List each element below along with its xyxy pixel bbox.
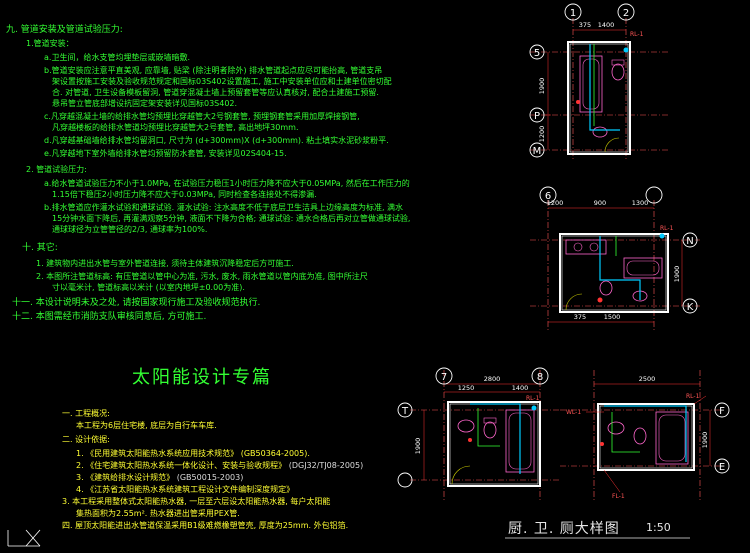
note-line: 集热面积为2.55m². 热水器进出管采用PEX管. <box>76 509 240 518</box>
ucs-axis-icon <box>7 529 41 547</box>
riser-tag: RL-1 <box>526 395 540 402</box>
riser-tag: FL-1 <box>612 493 625 500</box>
axis-label: P <box>534 111 540 122</box>
riser-tag: WL-1 <box>566 409 581 416</box>
axis-label: T <box>401 406 409 417</box>
axis-labels: 1 2 5 P M 6 N K 7 8 T F E <box>401 8 725 473</box>
axis-label: 1 <box>570 8 576 19</box>
axis-label: 2 <box>623 8 629 19</box>
note-text: 2. 《住宅建筑太阳热水系统一体化设计、安装与验收规程》 <box>76 461 289 470</box>
note-line: b.管道安装应注意平直美观, 应靠墙, 贴梁 (除注明者除外) 排水管道起点应尽… <box>44 66 383 75</box>
dimension-label: 1900 <box>673 266 681 283</box>
dimension-label: 1200 <box>538 126 546 143</box>
solar-section-title: 太阳能设计专篇 <box>132 367 272 388</box>
section-heading: 十二. 本图需经市消防支队审核同意后, 方可施工. <box>12 312 207 322</box>
note-text: (GB50015-2003) <box>176 473 244 482</box>
note-line: 架设置按施工安装及验收规范规定和国标03S402设置施工, 施工中安装单位应和土… <box>52 77 392 86</box>
dimension-label: 375 <box>574 313 586 321</box>
section-heading: 九. 管道安装及管道试验压力: <box>6 25 123 35</box>
note-line: a.卫生间，给水支管均埋垫层或嵌墙暗敷. <box>44 53 190 62</box>
note-text: 3. 《建筑给排水设计规范》 <box>76 473 177 482</box>
note-line: 凡穿越楼板的给排水管道均预埋比穿越管大2号套管, 高出地坪30mm. <box>52 123 299 132</box>
dimension-label: 2800 <box>484 375 501 383</box>
note-line: 3. 《建筑给排水设计规范》 (GB50015-2003) <box>76 474 243 482</box>
note-line: 四. 屋顶太阳能进出水管道保温采用B1级难燃橡塑管壳, 厚度为25mm. 外包铝… <box>62 521 349 530</box>
note-line: 合. 对管道, 卫生设备模板留洞, 管道穿混凝土墙上预留套管等应认真核对, 配合… <box>52 88 379 97</box>
plan-bathroom-3 <box>410 370 560 500</box>
axis-label: E <box>719 462 725 473</box>
dimension-label: 1900 <box>414 438 422 455</box>
axis-bubbles <box>397 3 730 488</box>
plan-bathroom-4 <box>560 370 720 500</box>
note-line: 本工程为6层住宅楼, 底层为自行车车库. <box>76 421 217 430</box>
dimension-label: 1300 <box>632 199 649 207</box>
dimension-label: 2500 <box>639 375 656 383</box>
drawing-title: 厨. 卫. 厕大样图 <box>508 521 620 537</box>
note-line: 通球球径为立管管径的2/3, 通球率为100%. <box>52 225 208 234</box>
section-heading: 十一. 本设计说明未及之处, 请按国家现行施工及验收规范执行. <box>12 298 261 308</box>
axis-label: 7 <box>441 372 447 383</box>
note-line: 2. 本图所注管道标高: 有压管道以管中心为准, 污水, 废水, 雨水管道以管内… <box>36 272 368 281</box>
dimension-labels: 375 1400 1900 1200 1200 900 1300 1900 37… <box>414 21 709 454</box>
note-line: 2. 管道试验压力: <box>26 165 87 174</box>
dimension-label: 375 <box>579 21 591 29</box>
dimension-label: 1900 <box>701 432 709 449</box>
dimension-label: 1900 <box>538 78 546 95</box>
section-heading: 十. 其它: <box>22 243 58 253</box>
note-line: 二. 设计依据: <box>62 435 110 444</box>
note-line: 1.15倍下稳压2小时压力降不应大于0.03MPa, 同时检查各连接处不得渗漏. <box>52 190 317 199</box>
dimension-label: 1200 <box>547 199 564 207</box>
note-line: 4. 《江苏省太阳能热水系统建筑工程设计文件编制深度规定》 <box>76 485 295 494</box>
axis-label: N <box>686 236 693 247</box>
axis-label: 6 <box>545 191 551 202</box>
design-notes: 九. 管道安装及管道试验压力: 1.管道安装： a.卫生间，给水支管均埋垫层或嵌… <box>6 25 411 530</box>
riser-tag: RL-1 <box>686 393 700 400</box>
dimension-label: 900 <box>594 199 606 207</box>
dimension-label: 1400 <box>512 384 529 392</box>
axis-label: M <box>533 146 542 157</box>
riser-tag: RL-1 <box>660 225 674 232</box>
plan-bathroom-2 <box>530 200 700 330</box>
note-line: 寸以毫米计, 管道标高以米计 (以室内地坪±0.00为准). <box>52 283 245 292</box>
note-line: 3. 本工程采用整体式太阳能热水器, 一层至六层设太阳能热水器, 每户太阳能 <box>62 497 331 506</box>
drawing-scale: 1:50 <box>646 521 671 534</box>
axis-label: 5 <box>534 48 540 59</box>
note-line: 1. 《民用建筑太阳能热水系统应用技术规范》 (GB50364-2005). <box>76 449 310 458</box>
axis-label: 8 <box>537 372 543 383</box>
dimension-label: 1500 <box>604 313 621 321</box>
riser-tag: RL-1 <box>630 31 644 38</box>
note-line: 15分钟水面下降后, 再灌满观察5分钟, 液面不下降为合格; 通球试验: 通水合… <box>52 214 411 223</box>
note-line: c.凡穿越混凝土墙的给排水管均预埋比穿越管大2号钢套管, 预埋钢套管采用加厚焊接… <box>44 112 360 121</box>
note-line: 1. 建筑物内进出水管与室外管道连接, 须待主体建筑沉降稳定后方可施工. <box>36 259 294 268</box>
note-line: 2. 《住宅建筑太阳热水系统一体化设计、安装与验收规程》 (DGJ32/TJ08… <box>76 462 363 470</box>
note-line: 悬吊管立管底部增设抗固定架安装详见国标03S402. <box>52 99 238 108</box>
dimension-label: 1400 <box>598 21 615 29</box>
note-line: a.给水管道试验压力不小于1.0MPa, 在试验压力稳压1小时压力降不应大于0.… <box>44 179 410 188</box>
note-line: 一. 工程概况: <box>62 409 110 418</box>
riser-tags: RL-1 RL-1 RL-1 RL-1 WL-1 FL-1 <box>526 31 700 500</box>
dimension-label: 1250 <box>458 384 475 392</box>
note-text: (DGJ32/TJ08-2005) <box>288 461 364 470</box>
axis-label: F <box>719 406 725 417</box>
note-line: 1.管道安装： <box>26 39 74 48</box>
axis-label: K <box>687 302 694 313</box>
note-line: b.排水管道应作灌水试验和通球试验. 灌水试验: 注水高度不低于底层卫生洁具上边… <box>44 203 404 212</box>
note-line: e.凡穿越地下室外墙给排水管均预留防水套管, 安装详见02S404-15. <box>44 149 287 158</box>
plan-bathroom-1 <box>530 18 670 160</box>
note-line: d.凡穿越基础墙给排水管均留洞口, 尺寸为 (d+300mm)X (d+300m… <box>44 136 389 145</box>
